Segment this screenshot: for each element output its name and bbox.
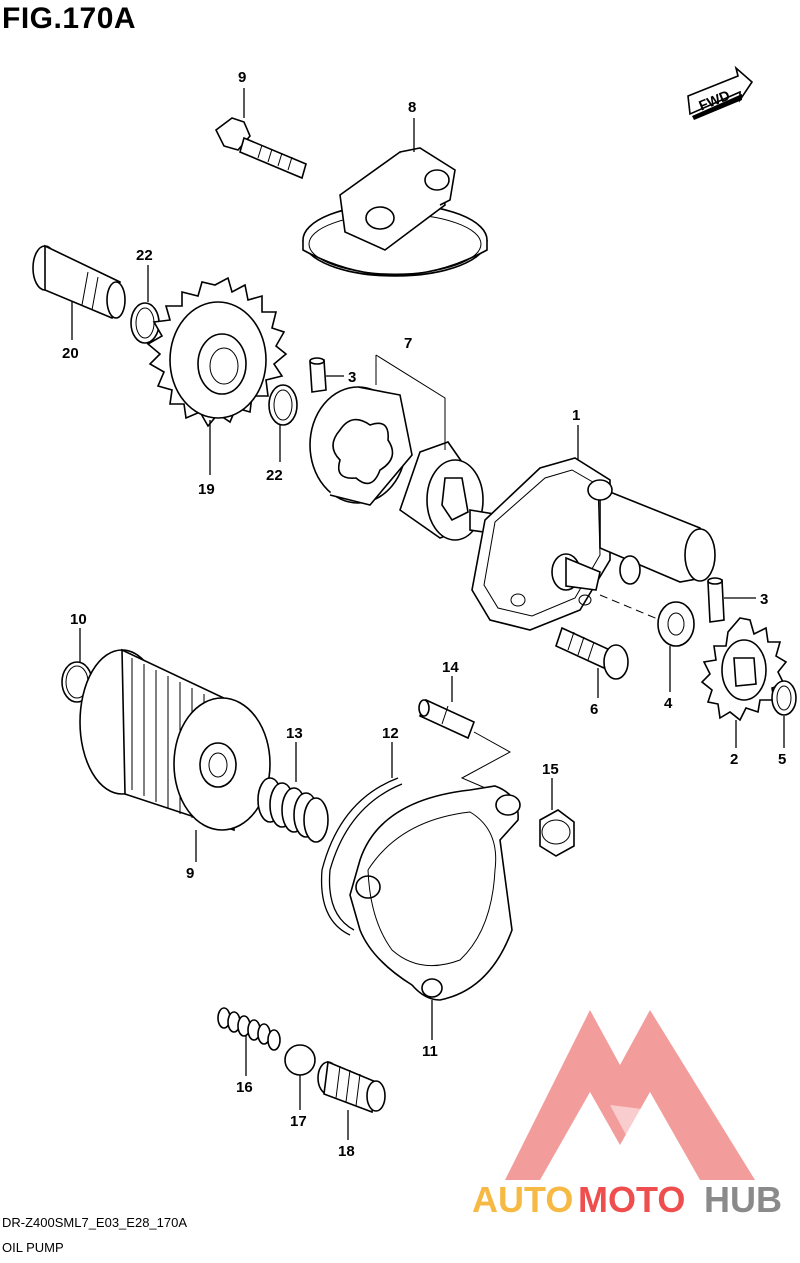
- callout-15: 14: [442, 659, 459, 676]
- callout-14: 13: [286, 725, 303, 742]
- callouts: 9 8 22 20 3 7 1 19 22 3 10 14 4 6 13 12 …: [62, 69, 786, 1160]
- callout-12: 11: [422, 1043, 438, 1060]
- part-gasket-13: [320, 777, 403, 936]
- part-gear-20: [146, 276, 288, 428]
- fwd-arrow-icon: FWD: [687, 65, 754, 120]
- brand-left: AUTO: [472, 1179, 573, 1220]
- callout-22b: 22: [266, 467, 283, 484]
- part-cover-8: [302, 147, 488, 277]
- part-circlip-22b: [268, 384, 298, 426]
- callout-11: 10: [70, 611, 87, 628]
- callout-8: 8: [408, 99, 416, 116]
- part-pin-15: [418, 698, 512, 791]
- callout-19: 18: [338, 1143, 355, 1160]
- part-ball-18: [284, 1044, 316, 1076]
- callout-22a: 22: [136, 247, 153, 264]
- figure-title: FIG.170A: [2, 2, 137, 35]
- callout-18: 17: [290, 1113, 307, 1130]
- callout-13: 12: [382, 725, 399, 742]
- part-washer-4: [657, 601, 695, 647]
- figure-name: OIL PUMP: [2, 1240, 64, 1255]
- callout-9: 9: [238, 69, 246, 86]
- brand-mid: MOTO: [578, 1179, 685, 1220]
- callout-4: 4: [664, 695, 673, 712]
- figure-code: DR-Z400SML7_E03_E28_170A: [2, 1215, 188, 1230]
- part-oil-filter-10: [79, 648, 271, 832]
- part-pin-3a: [309, 357, 327, 393]
- part-pump-body-1: [469, 457, 716, 631]
- brand-right: HUB: [704, 1179, 782, 1220]
- brand-wordmark: AUTO MOTO HUB: [472, 1179, 782, 1220]
- brand-logo-icon: [505, 1010, 755, 1180]
- part-spring-14: [257, 777, 329, 843]
- callout-21: 20: [62, 345, 79, 362]
- callout-10: 9: [186, 865, 194, 882]
- callout-3b: 3: [760, 591, 768, 608]
- callout-20: 19: [198, 481, 215, 498]
- part-pin-3b: [707, 577, 725, 623]
- part-circlip-5: [771, 680, 797, 716]
- callout-1: 1: [572, 407, 580, 424]
- part-rotor-set-7: [309, 354, 484, 541]
- part-spring-17: [217, 1007, 281, 1051]
- part-bolt-9: [214, 117, 307, 180]
- callout-7: 7: [404, 335, 412, 352]
- callout-2: 2: [730, 751, 738, 768]
- part-plug-19: [317, 1060, 386, 1114]
- part-screw-6: [555, 626, 629, 680]
- leader-lines: [71, 88, 785, 1140]
- part-shaft-21: [32, 244, 126, 320]
- callout-3a: 3: [348, 369, 356, 386]
- callout-17: 16: [236, 1079, 253, 1096]
- callout-6: 6: [590, 701, 598, 718]
- part-cover-12: [349, 785, 521, 1001]
- callout-16: 15: [542, 761, 559, 778]
- part-nut-16: [539, 809, 575, 857]
- part-gear-2: [700, 617, 788, 722]
- callout-5: 5: [778, 751, 786, 768]
